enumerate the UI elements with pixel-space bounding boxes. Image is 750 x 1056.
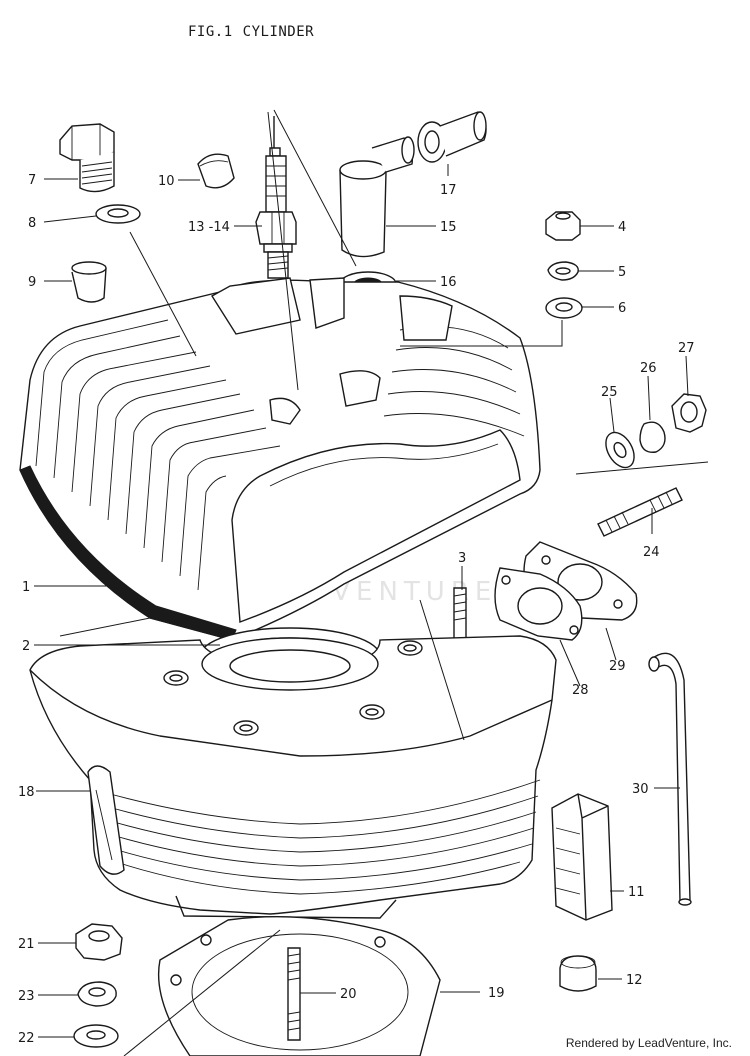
figure-title: FIG.1 CYLINDER <box>188 24 324 40</box>
part-25-washer <box>605 431 635 469</box>
callout-5: 5 <box>618 265 626 280</box>
part-9-cap <box>71 261 107 303</box>
part-7-bolt <box>59 123 115 193</box>
callout-7: 7 <box>28 173 36 188</box>
callout-18: 18 <box>18 785 35 800</box>
part-8-washer <box>95 204 141 224</box>
callout-12: 12 <box>626 973 643 988</box>
part-10-plug-cap <box>197 153 235 189</box>
render-credit: Rendered by LeadVenture, Inc. <box>565 1036 732 1050</box>
part-22-washer <box>73 1024 119 1048</box>
callout-16: 16 <box>440 275 457 290</box>
part-28-gasket <box>494 567 583 641</box>
callout-9: 9 <box>28 275 36 290</box>
callout-24: 24 <box>643 545 660 560</box>
callout-15: 15 <box>440 220 457 235</box>
callout-10: 10 <box>158 174 175 189</box>
part-27-nut <box>671 393 707 433</box>
callout-22: 22 <box>18 1031 35 1046</box>
part-24-stud <box>597 487 683 537</box>
callout-17: 17 <box>440 183 457 198</box>
figure-label: FIG.1 <box>188 24 233 40</box>
callout-25: 25 <box>601 385 618 400</box>
part-21-nut <box>75 923 123 961</box>
callout-3: 3 <box>458 551 466 566</box>
part-17-fitting <box>417 111 487 163</box>
part-11-damper <box>551 793 613 921</box>
callout-19: 19 <box>488 986 505 1001</box>
callout-27: 27 <box>678 341 695 356</box>
part-23-spring-washer <box>77 981 117 1007</box>
callout-1: 1 <box>22 580 30 595</box>
callout-numbers: 7 8 9 10 13 -14 15 17 16 4 5 6 25 26 27 … <box>18 173 695 1046</box>
callout-13-14: 13 -14 <box>188 220 230 235</box>
part-20-stud <box>287 947 301 1041</box>
callout-8: 8 <box>28 216 36 231</box>
callout-20: 20 <box>340 987 357 1002</box>
callout-21: 21 <box>18 937 35 952</box>
callout-29: 29 <box>609 659 626 674</box>
figure-name: CYLINDER <box>242 24 315 40</box>
callout-28: 28 <box>572 683 589 698</box>
callout-26: 26 <box>640 361 657 376</box>
part-4-nut <box>545 211 581 241</box>
part-5-spring-washer <box>547 261 579 281</box>
callout-2: 2 <box>22 639 30 654</box>
part-6-washer <box>545 297 583 319</box>
part-18-cylinder <box>29 635 557 919</box>
callout-23: 23 <box>18 989 35 1004</box>
assembly-guide-lines <box>59 109 709 1056</box>
callout-4: 4 <box>618 220 626 235</box>
callout-leaders <box>34 164 689 1038</box>
callout-30: 30 <box>632 782 649 797</box>
part-15-pipe <box>339 136 415 258</box>
part-13-14-spark-plug <box>255 116 297 279</box>
part-30-hose <box>648 652 692 906</box>
callout-11: 11 <box>628 885 645 900</box>
part-12-cap <box>559 955 597 992</box>
part-26-spring-washer <box>639 421 666 453</box>
part-1-cylinder-head <box>19 277 541 641</box>
callout-6: 6 <box>618 301 626 316</box>
